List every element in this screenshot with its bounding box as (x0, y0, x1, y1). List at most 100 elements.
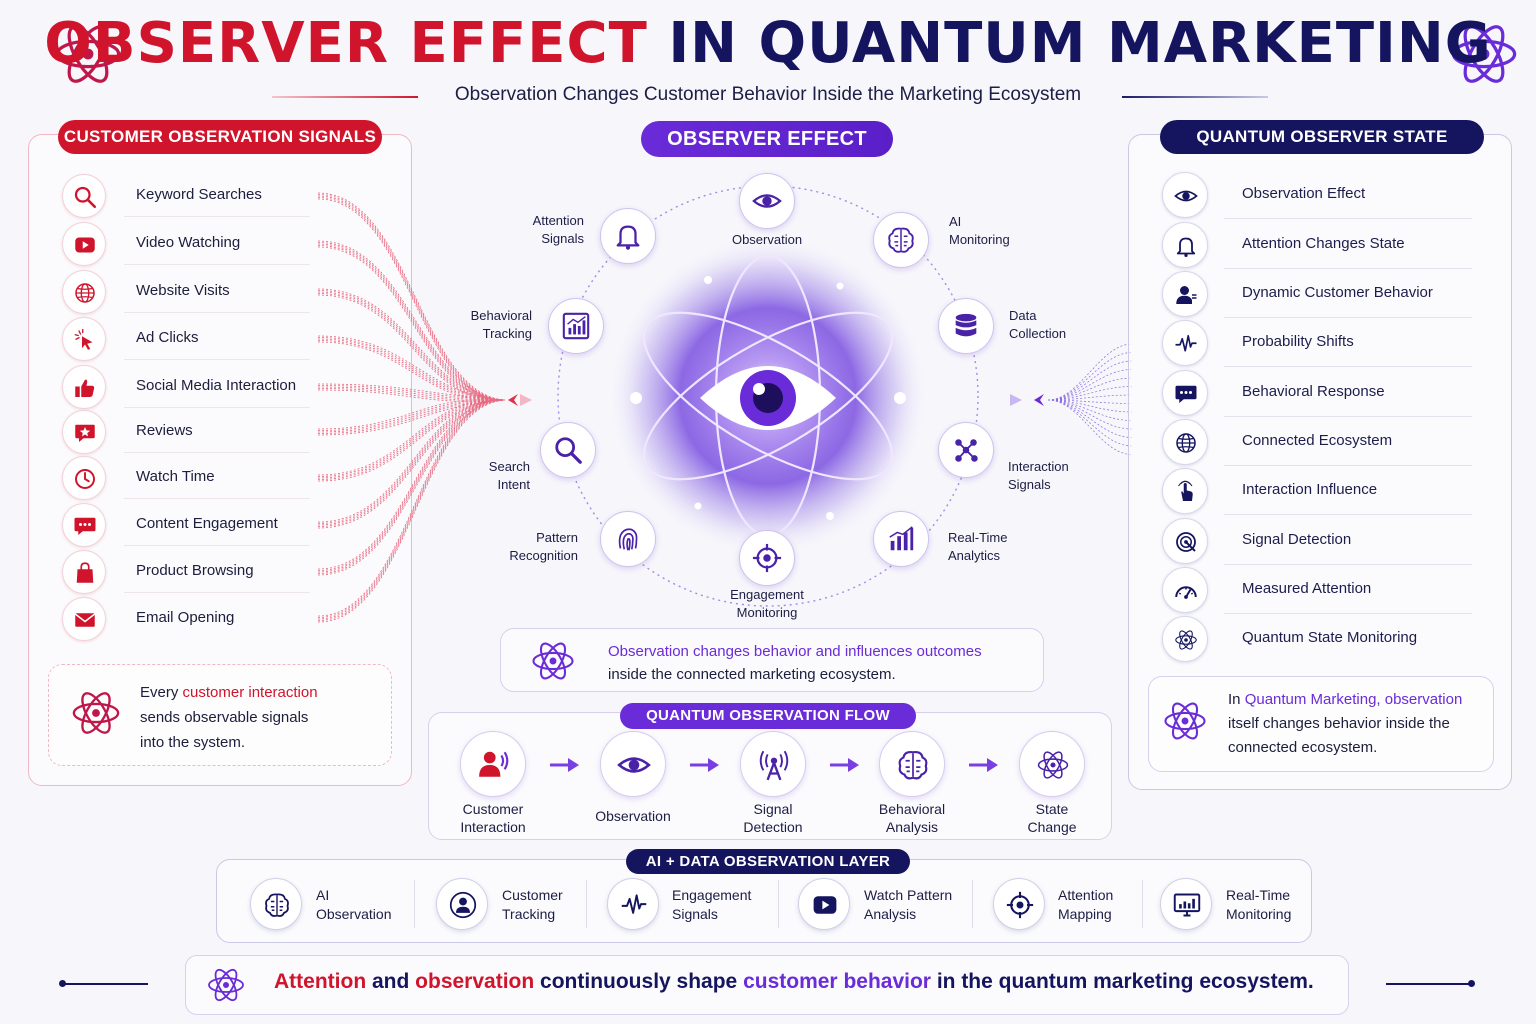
database-node[interactable] (938, 298, 994, 354)
divider (1386, 983, 1472, 985)
flow-step-label: Observation (573, 807, 693, 825)
observer-state-item[interactable]: Probability Shifts (1162, 318, 1472, 367)
state-icon-badge (1162, 616, 1208, 662)
divider (1224, 613, 1472, 614)
divider (1142, 880, 1143, 928)
waveform-icon (1174, 332, 1198, 356)
observer-effect-diagram (557, 185, 979, 607)
signal-list-item[interactable]: Video Watching (62, 220, 312, 266)
ai-layer-item-3[interactable] (607, 878, 659, 930)
divider (586, 880, 587, 928)
flow-label-line: Interaction (460, 819, 526, 835)
signal-label: Video Watching (136, 234, 241, 251)
bell-node[interactable] (600, 208, 656, 264)
signal-list-item[interactable]: Watch Time (62, 454, 312, 500)
signal-label: Watch Time (136, 468, 215, 485)
node-label-line: Collection (1009, 326, 1067, 341)
eye-icon (752, 186, 782, 216)
brain-icon (263, 891, 291, 919)
ai-layer-item-2[interactable] (436, 878, 488, 930)
eye-node[interactable] (739, 173, 795, 229)
ai-layer-item-6[interactable] (1160, 878, 1212, 930)
observer-state-item[interactable]: Measured Attention (1162, 565, 1472, 614)
ai-layer-item-5[interactable] (993, 878, 1045, 930)
divider (124, 592, 310, 593)
user-icon (1174, 283, 1198, 307)
ai-layer-item-4[interactable] (798, 878, 850, 930)
signal-list-item[interactable]: Keyword Searches (62, 172, 312, 218)
observer-state-item[interactable]: Behavioral Response (1162, 368, 1472, 417)
ai-label-line: Attention (1058, 887, 1114, 903)
flow-step-4[interactable] (879, 731, 945, 797)
flow-label-line: Detection (743, 819, 803, 835)
arrow-right-icon (969, 758, 998, 772)
search-node[interactable] (540, 422, 596, 478)
node-label-line: Analytics (948, 548, 1001, 563)
observer-state-item[interactable]: Quantum State Monitoring (1162, 614, 1472, 662)
fingerprint-node[interactable] (600, 511, 656, 567)
brain-icon (886, 225, 916, 255)
state-icon-badge (1162, 172, 1208, 218)
signal-icon-badge (62, 317, 106, 361)
observer-state-item[interactable]: Interaction Influence (1162, 466, 1472, 515)
quantum-observer-state-heading: QUANTUM OBSERVER STATE (1160, 120, 1484, 154)
target-node[interactable] (739, 530, 795, 586)
brain-node[interactable] (873, 212, 929, 268)
ai-label-line: Observation (316, 906, 392, 922)
brain-icon (896, 748, 930, 782)
divider (1224, 465, 1472, 466)
note-text: sends observable signals (140, 709, 309, 726)
user-target-icon (449, 891, 477, 919)
page-subtitle: Observation Changes Customer Behavior In… (454, 84, 1082, 105)
note-text: inside the connected marketing ecosystem… (608, 666, 896, 683)
node-label-line: Tracking (482, 326, 532, 341)
arrow-icon (1010, 394, 1022, 406)
page-title: OBSERVER EFFECT IN QUANTUM MARKETING (0, 8, 1536, 80)
signal-lines (317, 192, 532, 623)
observer-state-item[interactable]: Dynamic Customer Behavior (1162, 269, 1472, 318)
observer-state-item[interactable]: Signal Detection (1162, 516, 1472, 565)
signal-list-item[interactable]: Social Media Interaction (62, 363, 312, 409)
quantum-observation-flow-heading: QUANTUM OBSERVATION FLOW (620, 703, 916, 729)
observer-state-item[interactable]: Observation Effect (1162, 170, 1472, 219)
note-text: itself changes behavior inside the (1228, 715, 1450, 732)
state-label: Interaction Influence (1242, 481, 1378, 498)
signal-list-item[interactable]: Product Browsing (62, 548, 312, 594)
bar-chart-node[interactable] (873, 511, 929, 567)
observer-state-item[interactable]: Connected Ecosystem (1162, 417, 1472, 466)
flow-step-2[interactable] (600, 731, 666, 797)
flow-label-line: Behavioral (878, 801, 946, 817)
chart-board-node[interactable] (548, 298, 604, 354)
flow-step-5[interactable] (1019, 731, 1085, 797)
divider (124, 359, 310, 360)
footer-statement: Attention and observation continuously s… (274, 970, 1314, 994)
cursor-click-icon (73, 328, 97, 352)
eye-icon (617, 748, 651, 782)
signal-list-item[interactable]: Email Opening (62, 595, 312, 641)
signal-list-item[interactable]: Reviews (62, 408, 312, 454)
flow-step-3[interactable] (740, 731, 806, 797)
signal-list-item[interactable]: Content Engagement (62, 501, 312, 547)
note-highlight: Observation changes behavior and influen… (608, 643, 982, 660)
ai-label-line: Mapping (1058, 906, 1112, 922)
network-nodes-node[interactable] (938, 422, 994, 478)
node-label-line: Search (488, 459, 530, 474)
flow-step-1[interactable] (460, 731, 526, 797)
signal-icon-badge (62, 222, 106, 266)
footer-highlight: observation (415, 970, 535, 993)
ai-label-line: Watch Pattern (864, 887, 953, 903)
divider (124, 452, 310, 453)
state-label: Connected Ecosystem (1242, 432, 1393, 449)
footer-highlight: Attention (274, 970, 367, 993)
observer-state-item[interactable]: Attention Changes State (1162, 220, 1472, 269)
flow-label-line: Analysis (885, 819, 939, 835)
ai-layer-item-1[interactable] (250, 878, 302, 930)
footer-text: in the quantum marketing ecosystem. (930, 970, 1314, 993)
signal-list-item[interactable]: Ad Clicks (62, 315, 312, 361)
state-icon-badge (1162, 271, 1208, 317)
arrow-right-icon (690, 758, 719, 772)
atom-icon (206, 964, 246, 1006)
signal-list-item[interactable]: Website Visits (62, 268, 312, 314)
